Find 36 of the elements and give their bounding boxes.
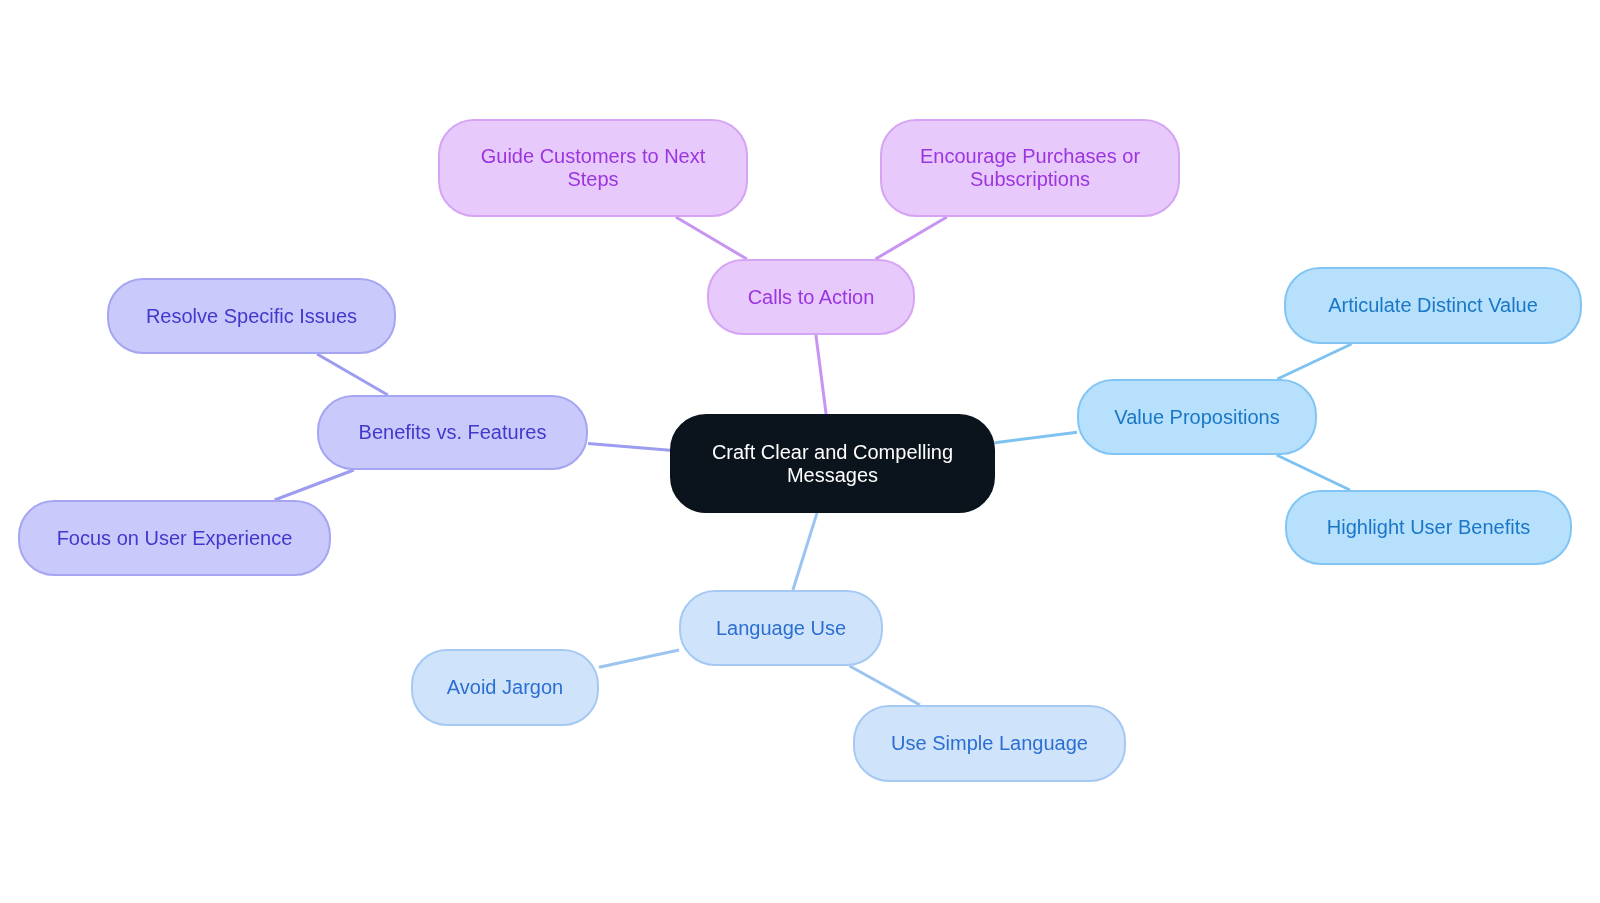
topic-box [438, 119, 748, 217]
topic-label: Encourage Purchases or Subscriptions [918, 145, 1142, 191]
connector-line [1275, 453, 1351, 492]
topic-label: Use Simple Language [891, 732, 1088, 755]
topic-label: Guide Customers to Next Steps [479, 145, 707, 191]
topic-box [707, 259, 915, 335]
topic-label: Articulate Distinct Value [1328, 294, 1538, 317]
connector-line [316, 352, 389, 397]
topic-label: Avoid Jargon [446, 676, 564, 699]
topic-box [1077, 379, 1317, 455]
topic-label: Resolve Specific Issues [145, 304, 358, 328]
connector-line [994, 430, 1078, 445]
connector-line [814, 334, 828, 415]
topic-label: Highlight User Benefits [1326, 516, 1531, 539]
connector-line [874, 215, 948, 261]
topic-box [880, 119, 1180, 217]
topic-label: Calls to Action [747, 285, 875, 309]
connector-line [848, 664, 921, 707]
topic-box [18, 500, 331, 576]
connector-line [587, 442, 671, 452]
central-topic-box [670, 414, 995, 513]
topic-box [679, 590, 883, 666]
topic-label: Value Propositions [1114, 405, 1280, 429]
topic-label: Benefits vs. Features [358, 421, 547, 444]
topic-label: Language Use [715, 616, 847, 640]
connector-line [1276, 342, 1353, 381]
topic-box [853, 705, 1126, 782]
topic-label: Focus on User Experience [56, 526, 293, 550]
topic-box [411, 649, 599, 726]
connector-line [675, 215, 748, 261]
connector-line [274, 468, 355, 502]
topic-box [107, 278, 396, 354]
topic-label: Craft Clear and Compelling Messages [710, 440, 955, 487]
topic-box [1284, 267, 1582, 344]
connector-line [791, 512, 819, 591]
connector-line [598, 648, 680, 669]
